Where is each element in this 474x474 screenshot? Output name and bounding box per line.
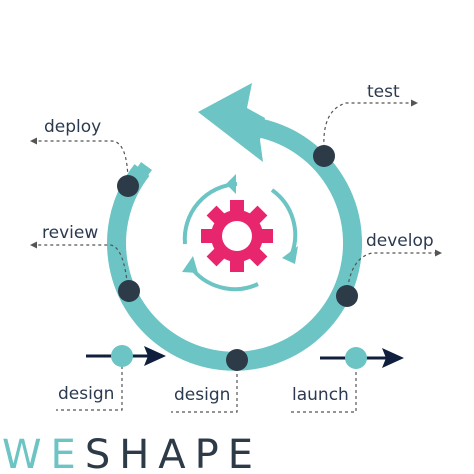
cycle-ring-tail: [135, 162, 152, 178]
brand-wordmark: WESHAPE: [2, 432, 262, 474]
flow-node-end: [345, 347, 367, 369]
flow-arrow-right: [320, 347, 404, 369]
gear-icon: [201, 200, 273, 272]
stage-node-develop: [336, 285, 358, 307]
cycle-ring: [107, 118, 363, 371]
brand-part-1: WE: [2, 432, 85, 474]
cycle-arrow-head: [198, 83, 265, 162]
connector-arrowheads: [30, 99, 442, 257]
brand-part-2: SHAPE: [85, 432, 262, 474]
stage-node-deploy: [117, 175, 139, 197]
gear-with-cycle-arrows-icon: [182, 174, 298, 292]
stage-label-design: design: [174, 385, 230, 405]
stage-label-deploy: deploy: [44, 117, 101, 137]
flow-label-start: design: [58, 384, 114, 404]
stage-label-review: review: [42, 223, 98, 243]
stage-label-develop: develop: [366, 231, 434, 251]
flow-node-start: [111, 345, 133, 367]
stage-node-test: [313, 145, 335, 167]
stage-node-review: [118, 280, 140, 302]
stage-node-design: [226, 349, 248, 371]
stage-label-test: test: [367, 82, 400, 102]
flow-label-end: launch: [292, 385, 349, 405]
stage-nodes: [117, 145, 358, 371]
flow-arrow-left: [86, 345, 166, 367]
